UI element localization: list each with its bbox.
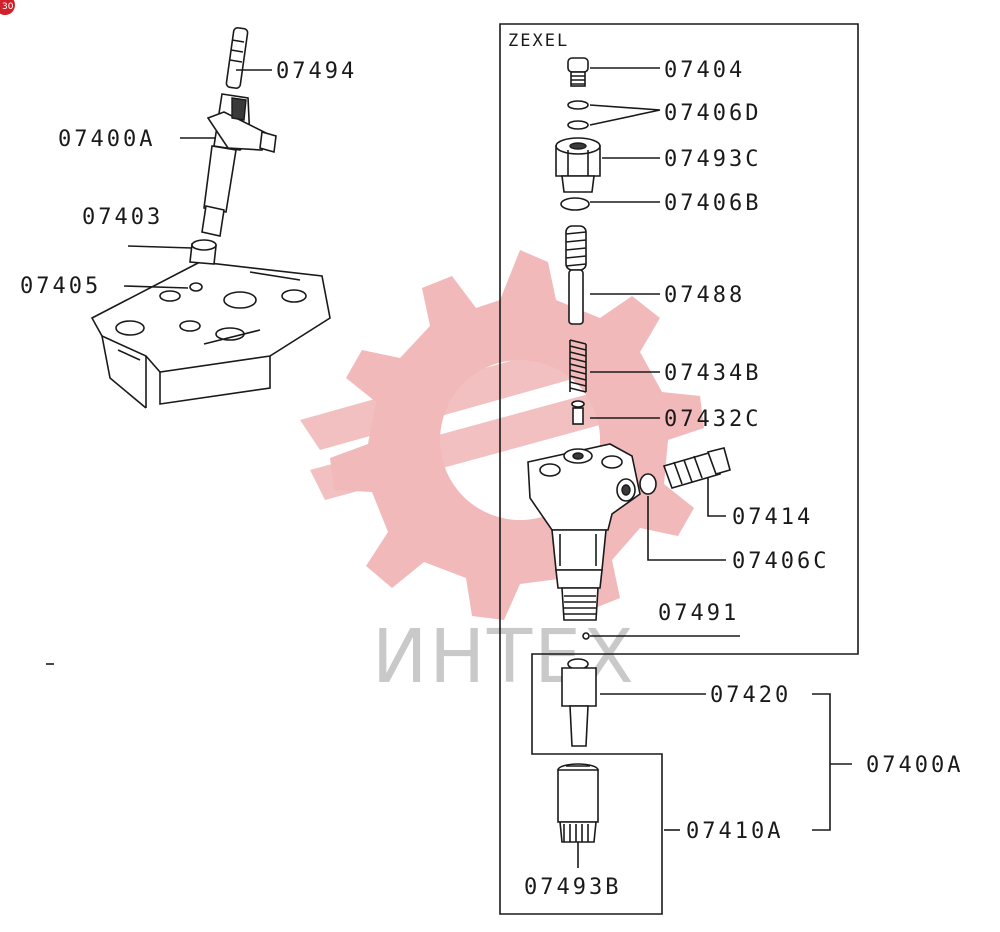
- cylinder-head-drawing: [90, 261, 331, 409]
- leader-07406D: [589, 104, 661, 126]
- leader-07406C: [647, 496, 726, 561]
- page-badge: 30: [0, 0, 15, 15]
- part-07491-pin: [582, 632, 590, 640]
- part-07404-drawing: [567, 57, 589, 87]
- label-07493C: 07493C: [664, 147, 761, 172]
- left-injector-drawing: [189, 27, 277, 292]
- part-07406D-washer-2: [567, 120, 589, 130]
- zexel-frame: [499, 23, 859, 915]
- label-07434B: 07434B: [664, 361, 761, 386]
- label-07488: 07488: [664, 283, 745, 308]
- part-07420-drawing: [561, 658, 597, 747]
- part-07406B-ring: [560, 197, 590, 211]
- label-07404: 07404: [664, 58, 745, 83]
- label-07494: 07494: [276, 59, 357, 84]
- label-07493B: 07493B: [524, 875, 621, 900]
- label-07410A: 07410A: [686, 819, 783, 844]
- label-07403: 07403: [82, 205, 163, 230]
- label-07405: 07405: [20, 274, 101, 299]
- part-07493B-drawing: [557, 763, 599, 843]
- leader-07405: [123, 285, 189, 289]
- label-07400A-left: 07400A: [58, 127, 155, 152]
- label-07420: 07420: [710, 683, 791, 708]
- part-07414-drawing: [662, 447, 731, 489]
- leader-07414: [707, 478, 726, 517]
- brand-label: ZEXEL: [508, 31, 569, 51]
- label-07432C: 07432C: [664, 407, 761, 432]
- page-badge-text: 30: [2, 2, 14, 12]
- leader-07403: [127, 245, 193, 249]
- label-07491: 07491: [658, 601, 739, 626]
- watermark-gear-logo: [300, 250, 704, 620]
- label-07406C: 07406C: [732, 549, 829, 574]
- injector-body-drawing: [527, 443, 641, 621]
- part-07406C-gasket: [639, 473, 657, 495]
- part-07434B-spring: [569, 339, 587, 393]
- label-07406B: 07406B: [664, 191, 761, 216]
- label-07414: 07414: [732, 505, 813, 530]
- part-07488-drawing: [565, 225, 587, 325]
- label-07406D: 07406D: [664, 101, 761, 126]
- part-07406D-washer-1: [567, 100, 589, 110]
- part-07493C-drawing: [555, 137, 601, 193]
- label-07400A-right: 07400A: [866, 753, 963, 778]
- bracket-07400A: [812, 693, 852, 831]
- part-07432C-drawing: [571, 400, 585, 425]
